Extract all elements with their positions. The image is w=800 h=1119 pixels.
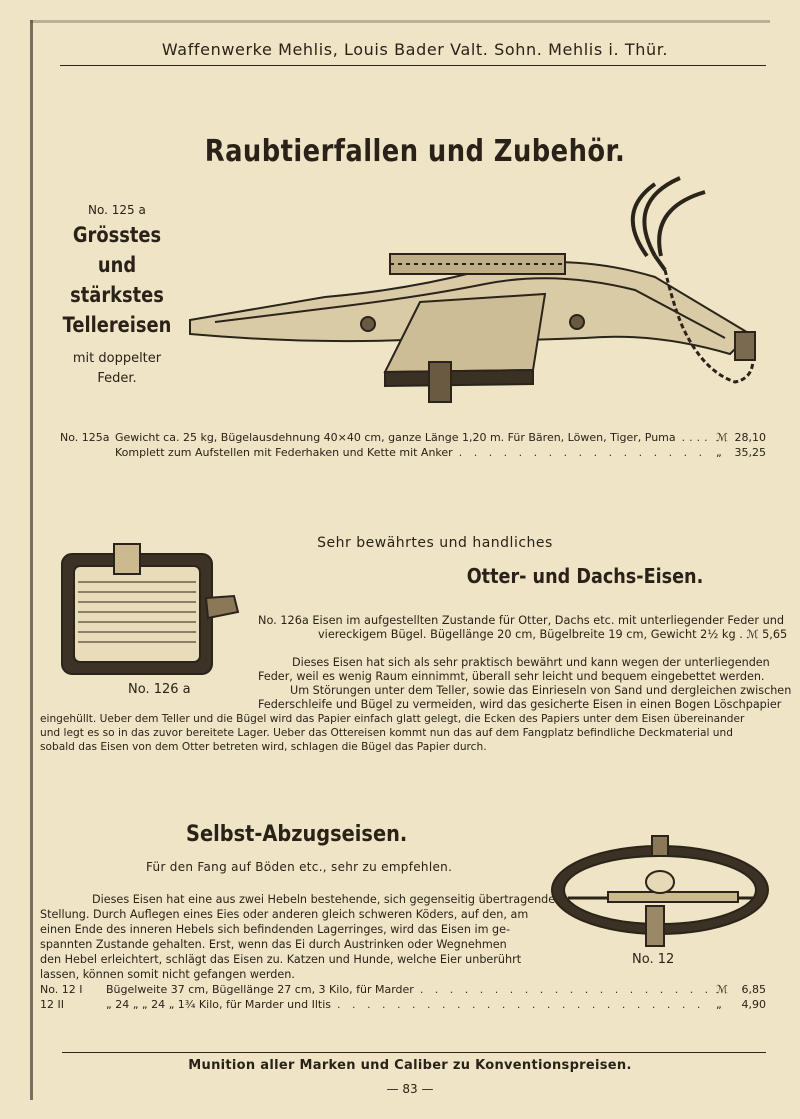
paragraph-line: den Hebel erleichtert, schlägt das Eisen… [40, 953, 522, 966]
footer-rule [62, 1052, 766, 1053]
price-row-description: Bügelweite 37 cm, Bügellänge 27 cm, 3 Ki… [106, 983, 414, 996]
leader-dots: ......... [681, 431, 710, 444]
page-edge-shadow [30, 20, 33, 1100]
price-row-price: 6,85 [741, 983, 767, 996]
product-title-125a: Grösstes und stärkstes Tellereisen [62, 220, 173, 340]
paragraph-line: Federschleife und Bügel zu vermeiden, wi… [258, 698, 782, 711]
product-number-125a: No. 125 a [88, 203, 146, 217]
header-title: Waffenwerke Mehlis, Louis Bader Valt. So… [161, 40, 669, 59]
title-line: stärkstes [70, 283, 164, 307]
subtitle-line: Feder. [97, 371, 137, 386]
paragraph-line: eingehüllt. Ueber dem Teller und die Büg… [40, 713, 745, 725]
title-line: Tellereisen [62, 313, 172, 337]
section-heading-12: Selbst-Abzugseisen. [186, 822, 408, 847]
price-row-description: Gewicht ca. 25 kg, Bügelausdehnung 40×40… [115, 431, 676, 444]
price-row-currency: „ [716, 998, 722, 1011]
paragraph-line: und legt es so in das zuvor bereitete La… [40, 727, 733, 739]
price-row-currency: ℳ [716, 983, 728, 996]
title-line: Grösstes [72, 223, 162, 247]
image-caption-126a: No. 126 a [128, 682, 191, 697]
paragraph-line: sobald das Eisen von dem Otter betreten … [40, 741, 487, 753]
subtitle-line: mit doppelter [72, 351, 162, 366]
price-row-currency: ℳ [716, 431, 728, 444]
price-row-number: No. 125a [60, 431, 110, 444]
spec-line: viereckigem Bügel. Bügellänge 20 cm, Büg… [318, 628, 788, 641]
bear-trap-illustration [189, 176, 756, 403]
paragraph-line: einen Ende des inneren Hebels sich befin… [40, 923, 511, 936]
section-intro: Sehr bewährtes und handliches [317, 535, 553, 551]
price-row-price: 35,25 [734, 446, 767, 459]
price-row: No. 125a Gewicht ca. 25 kg, Bügelausdehn… [60, 431, 766, 445]
otter-trap-illustration [61, 543, 240, 675]
price-row: 12 II „ 24 „ „ 24 „ 1¾ Kilo, für Marder … [40, 998, 766, 1012]
spec-line: No. 126a Eisen im aufgestellten Zustande… [258, 614, 785, 627]
page-top-shadow [30, 20, 770, 23]
paragraph-line: spannten Zustande gehalten. Erst, wenn d… [40, 938, 507, 951]
paragraph-line: Um Störungen unter dem Teller, sowie das… [290, 684, 792, 697]
egg-trap-illustration [551, 835, 769, 947]
price-row-description: Komplett zum Aufstellen mit Federhaken u… [115, 446, 453, 459]
price-row-description: „ 24 „ „ 24 „ 1¾ Kilo, für Marder und Il… [106, 998, 331, 1011]
section-subheading-12: Für den Fang auf Böden etc., sehr zu emp… [146, 860, 453, 874]
price-row: No. 12 I Bügelweite 37 cm, Bügellänge 27… [40, 983, 766, 997]
image-caption-12: No. 12 [632, 952, 675, 967]
price-row-price: 4,90 [741, 998, 767, 1011]
leader-dots: . . . . . . . . . . . . . . . . . . . . … [458, 446, 710, 459]
paragraph-line: Feder, weil es wenig Raum einnimmt, über… [258, 670, 765, 683]
price-row: Komplett zum Aufstellen mit Federhaken u… [60, 446, 766, 460]
leader-dots: . . . . . . . . . . . . . . . . . . . . … [419, 983, 710, 996]
product-subtitle-125a: mit doppelter Feder. [52, 349, 182, 389]
footer-slogan: Munition aller Marken und Caliber zu Kon… [188, 1058, 632, 1073]
page-number: — 83 — [386, 1082, 434, 1096]
page-title: Raubtierfallen und Zubehör. [204, 134, 626, 169]
price-row-currency: „ [716, 446, 722, 459]
paragraph-line: Stellung. Durch Auflegen eines Eies oder… [40, 908, 529, 921]
paragraph-line: Dieses Eisen hat eine aus zwei Hebeln be… [92, 893, 556, 906]
section-heading-126a: Otter- und Dachs-Eisen. [466, 564, 704, 588]
price-row-price: 28,10 [734, 431, 767, 444]
paragraph-line: Dieses Eisen hat sich als sehr praktisch… [292, 656, 770, 669]
paragraph-line: lassen, können somit nicht gefangen werd… [40, 968, 295, 981]
title-line: und [97, 253, 137, 277]
leader-dots: . . . . . . . . . . . . . . . . . . . . … [337, 998, 710, 1011]
header-rule [60, 65, 766, 66]
price-row-number: No. 12 I [40, 983, 83, 996]
price-row-number: 12 II [40, 998, 64, 1011]
